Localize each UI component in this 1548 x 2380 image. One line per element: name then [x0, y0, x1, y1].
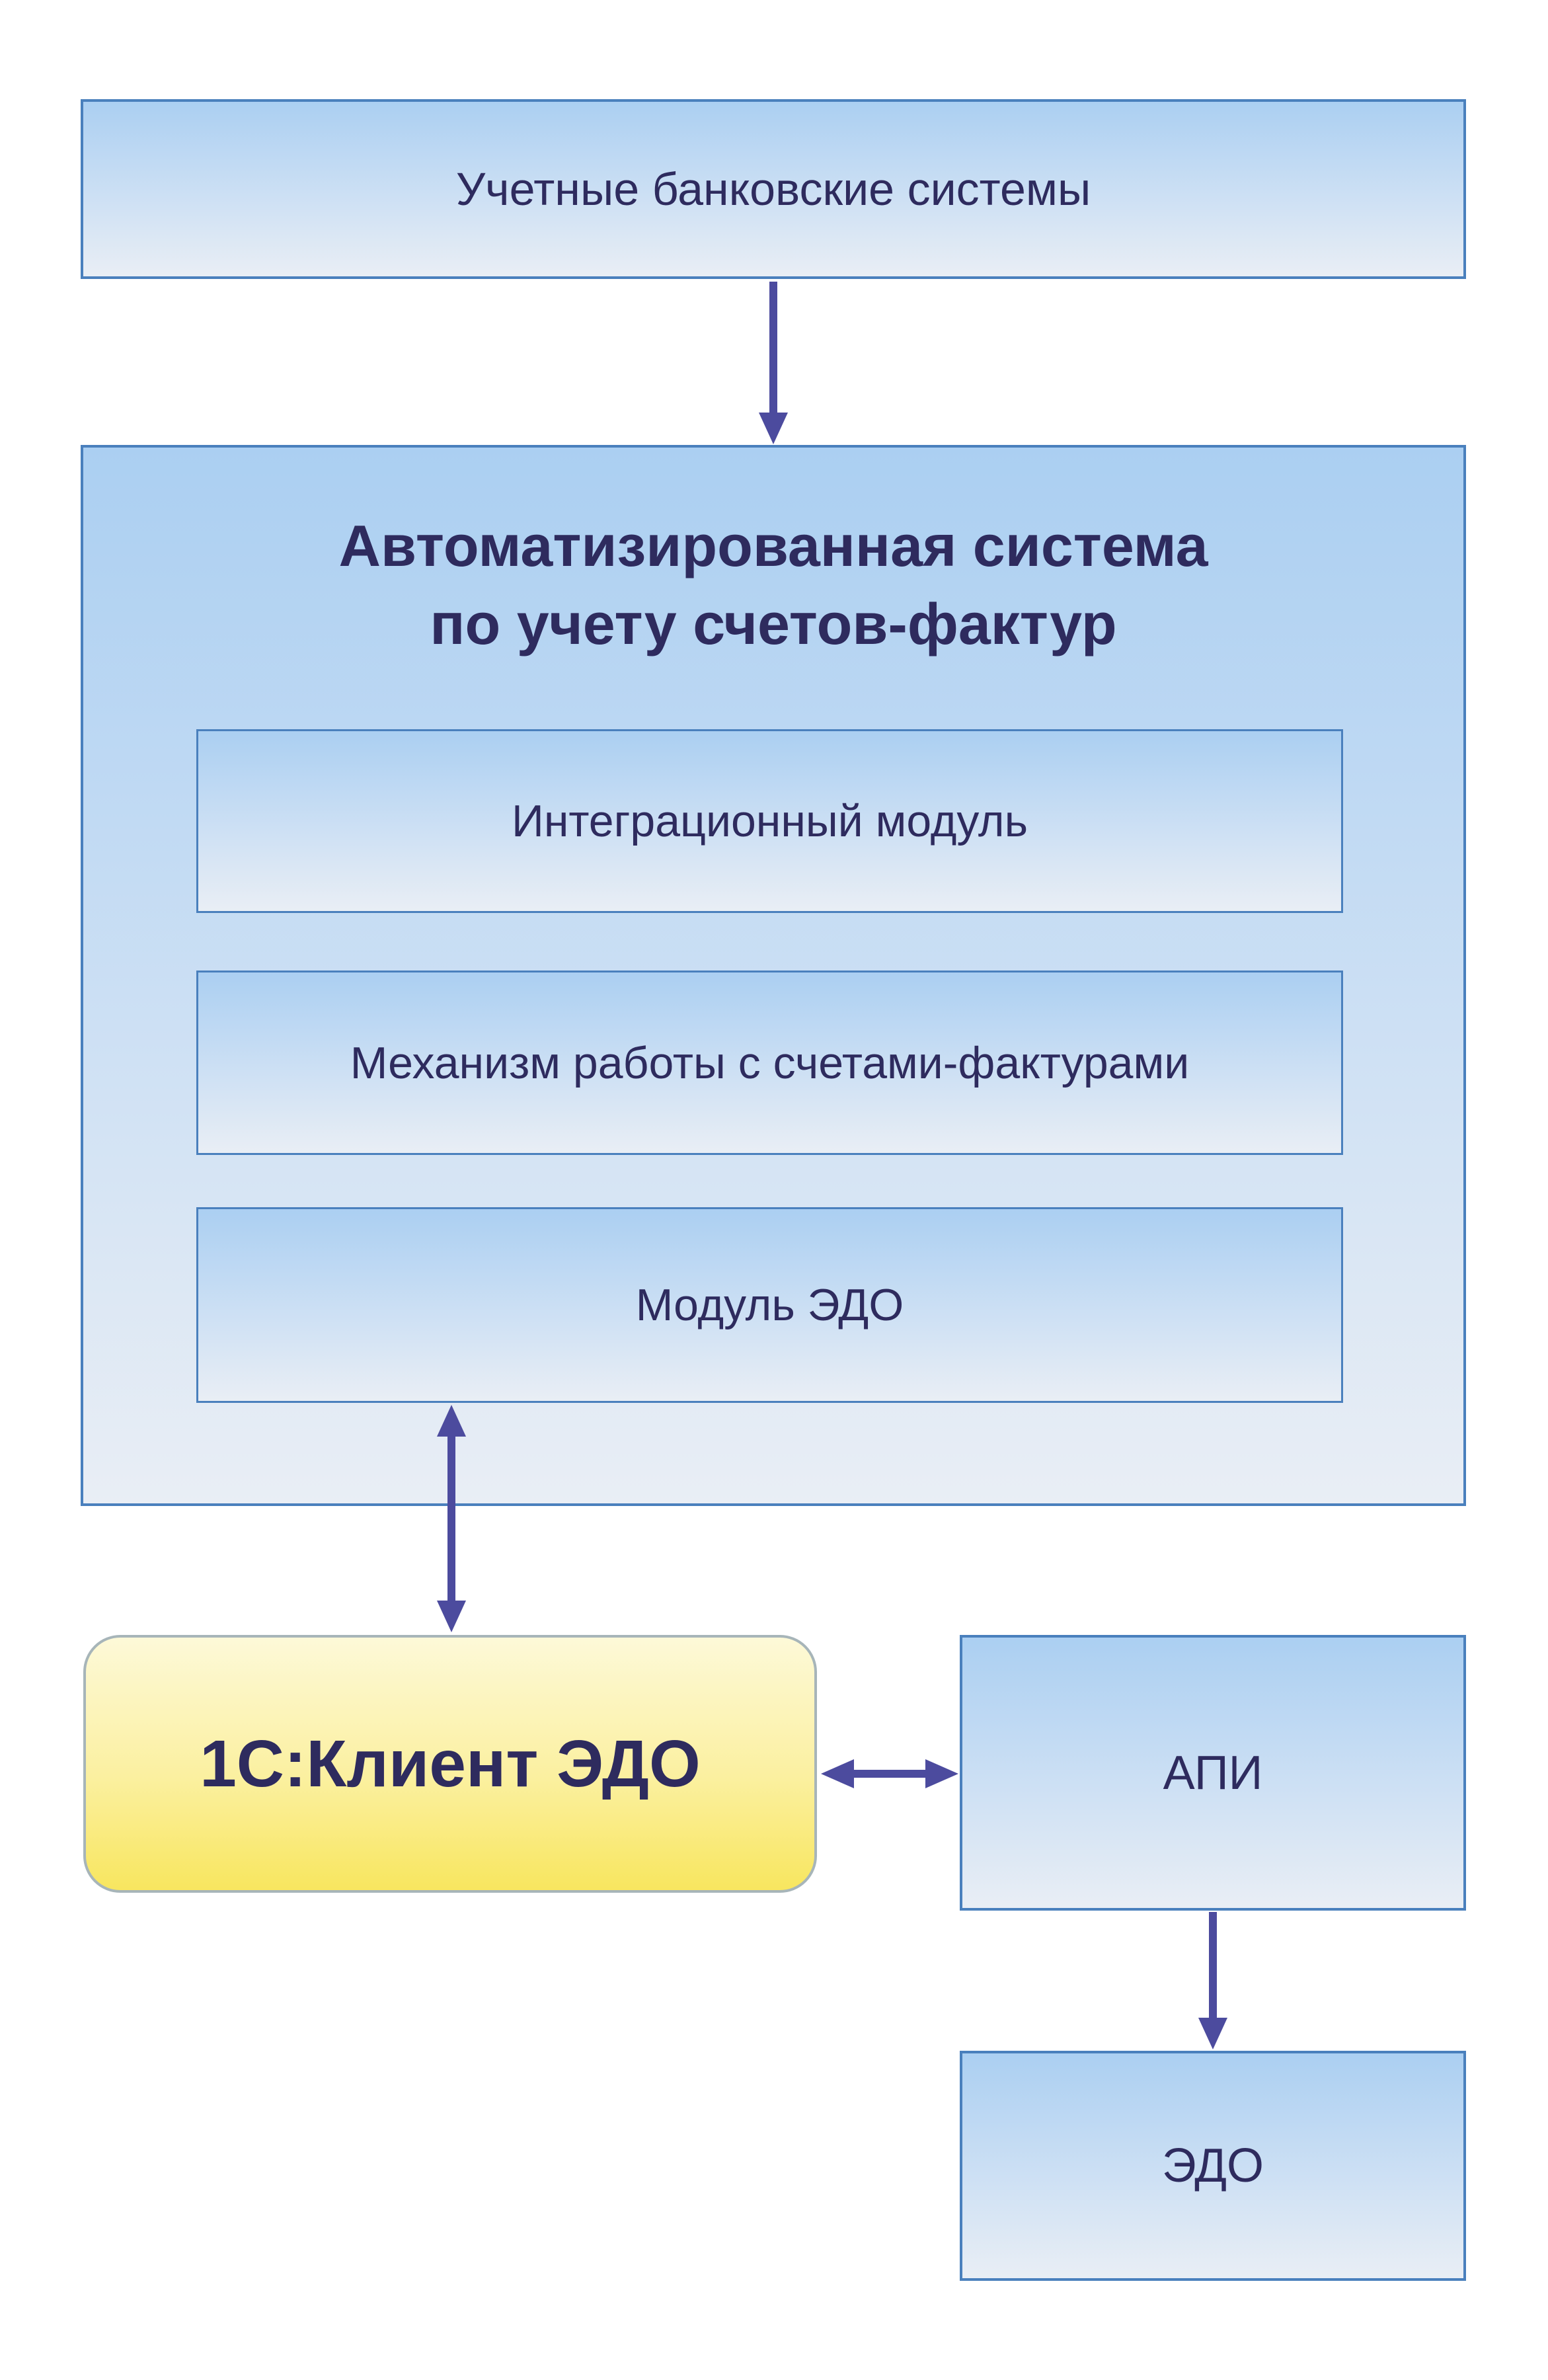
down-arrow-icon — [759, 282, 788, 444]
down-arrow-icon — [1198, 1912, 1227, 2049]
api-box: АПИ — [960, 1635, 1466, 1911]
integration-module-box: Интеграционный модуль — [196, 729, 1343, 913]
edo-module-label: Модуль ЭДО — [635, 1280, 904, 1330]
automated-system-title: Автоматизированная система по учету счет… — [81, 507, 1466, 663]
double-vertical-arrow-icon — [437, 1405, 466, 1632]
edo-box: ЭДО — [960, 2051, 1466, 2281]
client-1c-edo-box: 1С:Клиент ЭДО — [83, 1635, 817, 1893]
arrow-client-to-api — [821, 1758, 958, 1790]
integration-module-label: Интеграционный модуль — [511, 796, 1028, 846]
arrow-api-to-edo — [1197, 1912, 1229, 2049]
client-1c-edo-label: 1С:Клиент ЭДО — [200, 1726, 701, 1801]
automated-system-title-line2: по учету счетов-фактур — [430, 591, 1117, 656]
double-horizontal-arrow-icon — [821, 1759, 958, 1788]
automated-system-title-line1: Автоматизированная система — [338, 513, 1208, 578]
arrow-banking-to-system — [757, 282, 789, 444]
invoice-mechanism-box: Механизм работы с счетами-фактурами — [196, 971, 1343, 1155]
edo-label: ЭДО — [1161, 2139, 1264, 2192]
invoice-mechanism-label: Механизм работы с счетами-фактурами — [350, 1037, 1190, 1088]
arrow-edo-module-to-client — [436, 1405, 467, 1632]
api-label: АПИ — [1163, 1746, 1263, 1800]
banking-systems-label: Учетные банковские системы — [455, 163, 1091, 215]
edo-module-box: Модуль ЭДО — [196, 1207, 1343, 1403]
banking-systems-box: Учетные банковские системы — [81, 99, 1466, 279]
